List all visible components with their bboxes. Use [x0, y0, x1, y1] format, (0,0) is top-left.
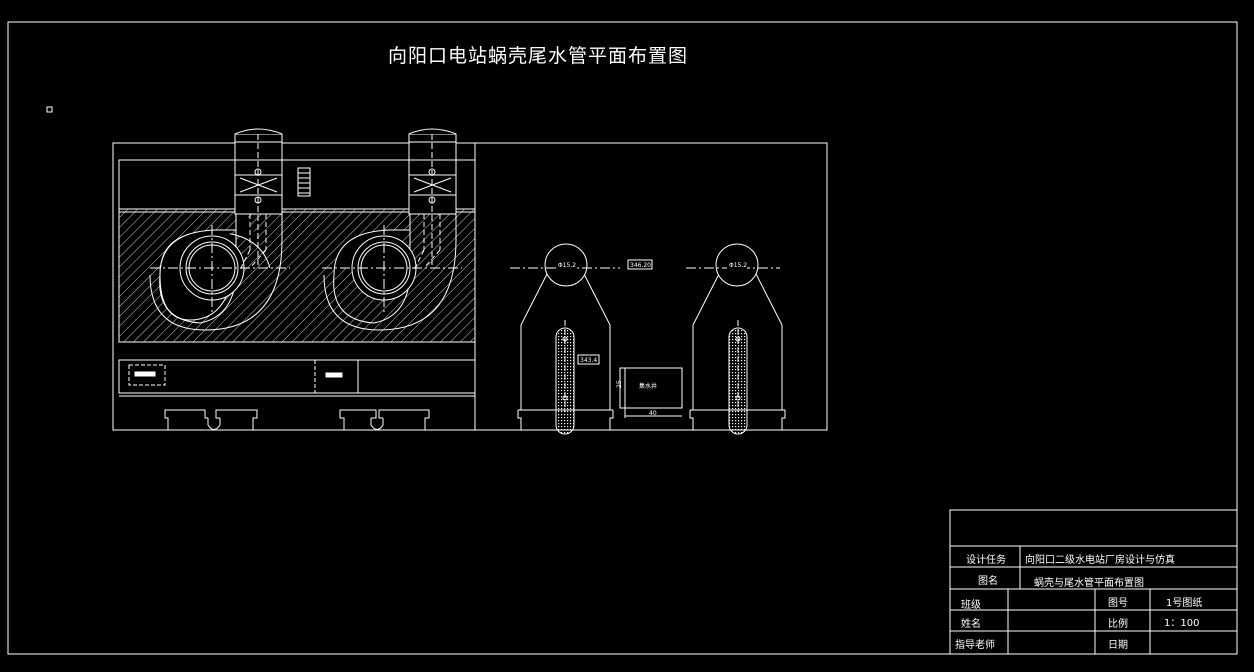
pipe-diameter-label-left: Φ15.2: [558, 262, 576, 269]
draft-tube-1: [510, 243, 620, 435]
origin-marker: [46, 106, 53, 113]
sump-pit: [619, 367, 683, 418]
draft-tube-outlets: [164, 409, 430, 430]
stair-symbol: [297, 167, 311, 197]
scale-label: 比例: [1108, 619, 1128, 630]
name-label: 姓名: [961, 619, 981, 630]
pipe-diameter-label-right: Φ15.2: [729, 262, 747, 269]
title-block: [949, 509, 1238, 655]
drawing-title: 向阳口电站蜗壳尾水管平面布置图: [388, 45, 689, 67]
sump-label: 集水井: [639, 382, 657, 390]
design-task-label: 设计任务: [966, 555, 1006, 566]
elevation-label-top: 346.20: [630, 262, 651, 269]
spiral-case-2: [322, 128, 462, 331]
class-label: 班级: [961, 600, 981, 611]
draft-tube-plan: [474, 142, 828, 435]
drawing-no-value: 1号图纸: [1166, 598, 1203, 609]
draft-tube-2: [686, 243, 786, 435]
spiral-case-plan: [112, 128, 476, 431]
sump-width-dimension: 40: [649, 410, 657, 417]
drawing-frame: [7, 21, 1238, 655]
design-task-value: 向阳口二级水电站厂房设计与仿真: [1025, 555, 1175, 566]
sump-height-dimension: 25: [616, 380, 623, 388]
elevation-label-mid: 343.4: [580, 357, 597, 364]
draft-tube-outline: [474, 142, 828, 431]
date-label: 日期: [1108, 640, 1128, 651]
drawing-name-value: 蜗壳与尾水管平面布置图: [1034, 578, 1144, 589]
lower-gallery: [118, 359, 476, 397]
spiral-case-1: [149, 128, 290, 331]
scale-value: 1：100: [1164, 618, 1200, 629]
advisor-label: 指导老师: [955, 640, 995, 651]
drawing-name-label: 图名: [978, 576, 998, 587]
drawing-no-label: 图号: [1108, 598, 1128, 609]
